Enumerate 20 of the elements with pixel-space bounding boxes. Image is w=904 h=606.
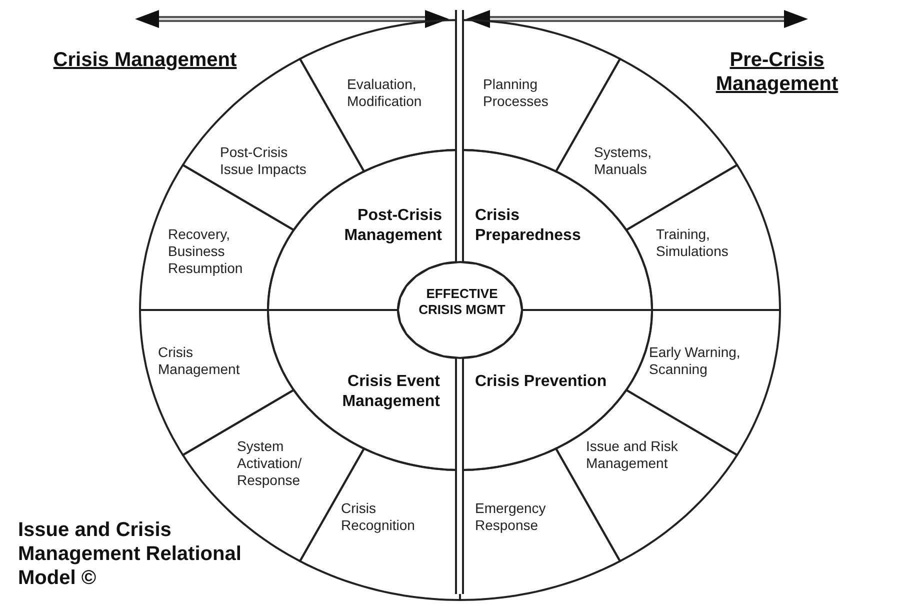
segment-label: Issue and Risk Management <box>586 438 679 472</box>
section-heading: Crisis Management <box>52 48 238 72</box>
segment-label: Evaluation, Modification <box>347 76 423 110</box>
segment-label: Crisis Recognition <box>341 500 416 534</box>
title: Issue and Crisis Management Relational Model © <box>18 518 242 590</box>
segment-label: Planning Processes <box>483 76 550 110</box>
quadrant-label: Crisis Prevention <box>475 372 608 392</box>
segment-label: Recovery, Business Resumption <box>168 226 244 277</box>
segment-label: Training, Simulations <box>656 226 730 260</box>
segment-label: System Activation/ Response <box>237 438 303 489</box>
segment-label: Early Warning, Scanning <box>649 344 742 378</box>
section-heading: Pre-Crisis Management <box>714 48 840 96</box>
segment-label: Emergency Response <box>475 500 547 534</box>
center-label: EFFECTIVE CRISIS MGMT <box>418 286 506 318</box>
quadrant-label: Crisis Event Management <box>341 372 440 412</box>
segment-label: Post-Crisis Issue Impacts <box>220 144 308 178</box>
quadrant-label: Crisis Preparedness <box>475 206 582 246</box>
segment-label: Systems, Manuals <box>594 144 653 178</box>
quadrant-label: Post-Crisis Management <box>343 206 442 246</box>
segment-label: Crisis Management <box>158 344 241 378</box>
